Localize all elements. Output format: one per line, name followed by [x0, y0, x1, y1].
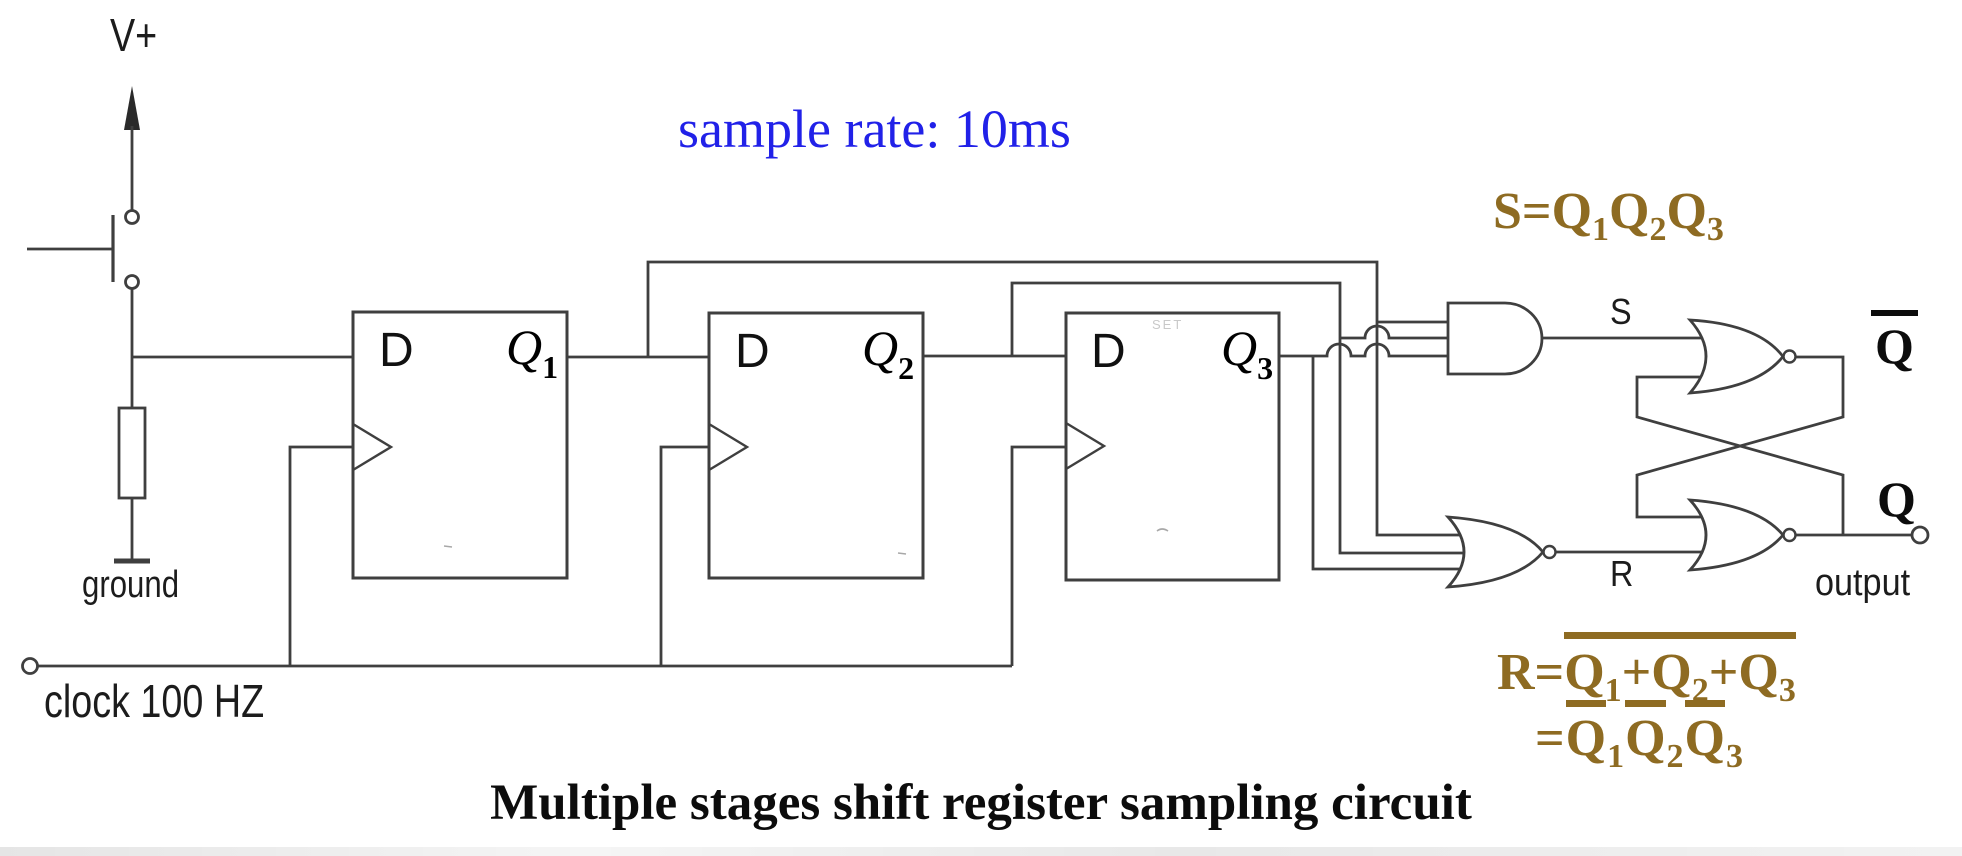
pulldown-resistor — [117, 406, 147, 500]
output-label: output — [1815, 562, 1911, 604]
output-terminal — [1910, 525, 1930, 545]
q1-feedback-bus — [646, 260, 1468, 537]
q3-nor-branch — [1311, 356, 1468, 571]
switch-contact-top — [124, 209, 140, 225]
signal-wires — [567, 260, 1912, 571]
and-gate — [1446, 301, 1544, 376]
remnant-dash-dff2 — [897, 552, 907, 555]
dff1-clock-triangle — [352, 422, 394, 472]
power-branch — [27, 86, 354, 564]
remnant-dash-dff1 — [443, 545, 453, 548]
scan-remnants — [443, 528, 1169, 555]
q-crosscouple-wire — [1635, 375, 1845, 535]
slide-title: Multiple stages shift register sampling … — [490, 775, 1472, 831]
dff3-clock-triangle — [1065, 421, 1107, 471]
ground-label: ground — [82, 564, 180, 606]
latch-nor-bottom — [1686, 498, 1785, 572]
clock-branch-dff2 — [659, 445, 709, 666]
q2-and-branch-with-hop — [1340, 324, 1450, 340]
q2-feedback-bus — [1010, 281, 1468, 555]
r-equation-line1: R=Q1+Q2+Q3 — [1497, 632, 1796, 708]
latch-nor-top — [1686, 318, 1785, 395]
q-output-label: Q — [1877, 471, 1916, 527]
latch-nor-bottom-bubble — [1782, 527, 1797, 543]
clock-net — [21, 445, 1066, 675]
latch-nor-top-bubble — [1782, 349, 1797, 364]
q3-output-with-hops — [1279, 342, 1450, 358]
remnant-dash-dff3 — [1156, 528, 1169, 532]
dff1-q-label: Q1 — [506, 319, 559, 385]
dff2-q-label: Q2 — [862, 320, 915, 386]
vplus-arrowhead — [124, 86, 140, 130]
vplus-label: V+ — [110, 9, 158, 61]
r-net-label: R — [1610, 553, 1634, 594]
dff2-d-label: D — [735, 325, 770, 378]
clock-label: clock 100 HZ — [44, 675, 265, 727]
clock-branch-dff1 — [288, 445, 353, 666]
nor-gate-r-bubble — [1542, 544, 1557, 560]
clock-branch-dff3 — [1010, 445, 1066, 666]
gates — [1444, 301, 1930, 589]
s-net-label: S — [1610, 291, 1632, 332]
dff3-d-label: D — [1091, 325, 1126, 378]
dff2-clock-triangle — [708, 422, 750, 472]
nor-gate-r — [1444, 515, 1545, 589]
flip-flops — [351, 310, 1281, 582]
dff1-d-label: D — [379, 324, 414, 377]
dff3-set-remnant: SET — [1152, 317, 1184, 332]
scan-edge-band — [0, 847, 1962, 856]
switch-contact-bottom — [124, 274, 140, 290]
dff3-q-label: Q3 — [1221, 320, 1274, 386]
sample-rate-note: sample rate: 10ms — [678, 99, 1071, 159]
clock-terminal — [21, 657, 39, 675]
qbar-output-label: Q — [1871, 310, 1918, 371]
